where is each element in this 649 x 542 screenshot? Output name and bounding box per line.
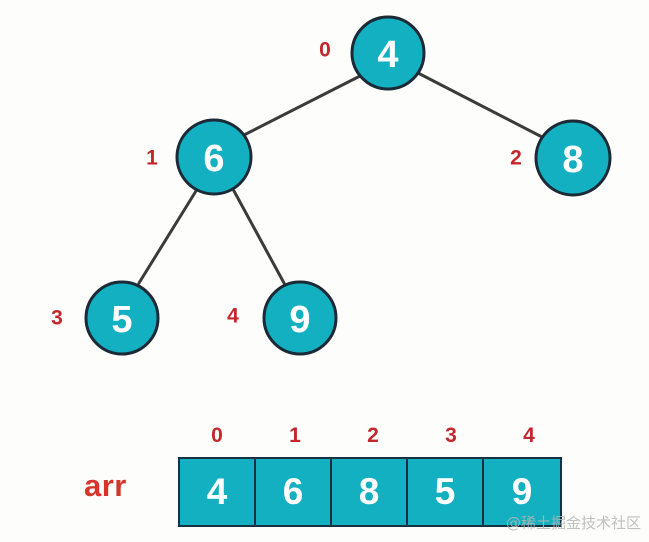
tree-node-circle [175, 118, 253, 196]
array-index-row: 0 1 2 3 4 [178, 424, 568, 448]
tree-node-left-left[interactable]: 5 [84, 280, 160, 356]
tree-node-index-3: 3 [51, 307, 63, 330]
array-cells-row: 4 6 8 5 9 [178, 457, 562, 527]
array-cell-1[interactable]: 6 [256, 459, 332, 525]
tree-node-right[interactable]: 8 [534, 119, 612, 197]
tree-node-value: 5 [111, 299, 132, 341]
array-cell-3[interactable]: 5 [408, 459, 484, 525]
tree-edges [137, 71, 546, 285]
tree-node-left-right[interactable]: 9 [262, 280, 338, 356]
array-index-0: 0 [211, 424, 223, 447]
tree-edge-4-6 [240, 74, 362, 138]
array-cell-0[interactable]: 4 [180, 459, 256, 525]
array-index-4: 4 [523, 424, 535, 447]
binary-tree-graphic: 4 0 6 1 8 2 5 3 9 4 [51, 15, 612, 356]
tree-node-left[interactable]: 6 [175, 118, 253, 196]
tree-node-index-2: 2 [510, 147, 522, 170]
tree-node-index-4: 4 [227, 305, 239, 328]
tree-node-index-1: 1 [146, 147, 158, 170]
watermark: @稀土掘金技术社区 [505, 514, 641, 532]
tree-edge-6-5 [137, 189, 198, 285]
tree-node-value: 6 [203, 138, 224, 180]
tree-node-circle [534, 119, 612, 197]
array-name-label: arr [84, 468, 127, 503]
tree-node-circle [350, 15, 426, 91]
tree-node-index-0: 0 [319, 39, 331, 62]
array-cell-4[interactable]: 9 [484, 459, 560, 525]
tree-node-value: 9 [289, 299, 310, 341]
tree-edge-6-9 [232, 189, 286, 285]
tree-node-value: 4 [377, 34, 398, 76]
tree-node-circle [84, 280, 160, 356]
tree-edge-4-8 [416, 71, 546, 140]
tree-node-circle [262, 280, 338, 356]
array-index-2: 2 [367, 424, 379, 447]
array-cell-2[interactable]: 8 [332, 459, 408, 525]
array-index-1: 1 [289, 424, 301, 447]
tree-node-value: 8 [562, 139, 583, 181]
array-index-3: 3 [445, 424, 457, 447]
tree-node-root[interactable]: 4 [350, 15, 426, 91]
